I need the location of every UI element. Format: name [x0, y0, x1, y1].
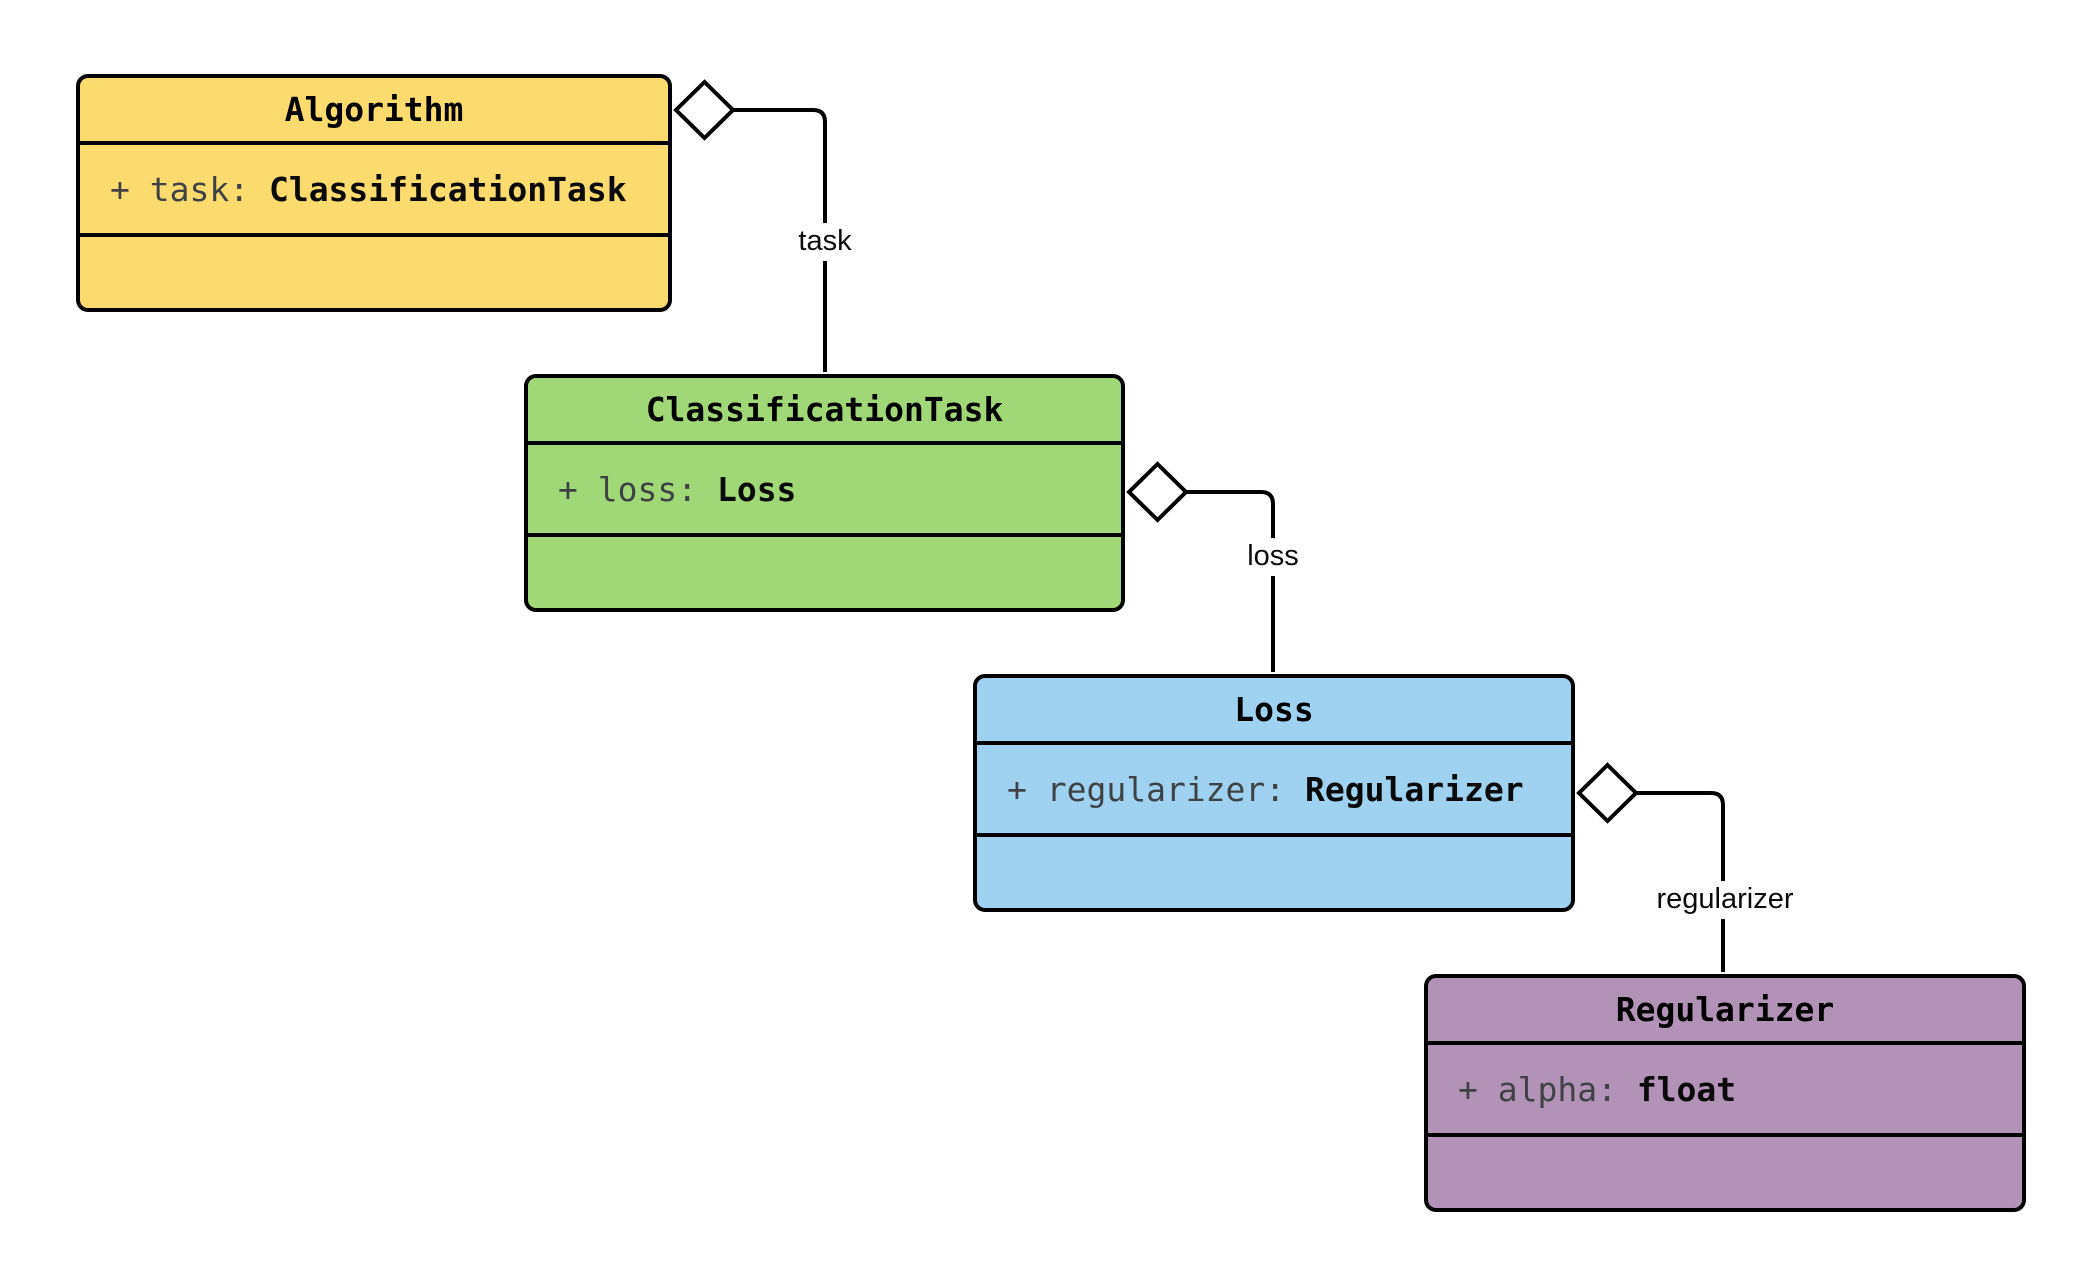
class-attribute-row: + task: ClassificationTask [80, 145, 668, 237]
class-attribute-row: + loss: Loss [528, 445, 1121, 537]
aggregation-diamond-icon [673, 79, 736, 141]
attribute-name: + task: [110, 169, 269, 209]
class-methods-compartment [80, 237, 668, 308]
class-methods-compartment [1428, 1137, 2022, 1208]
relation-loss-line [1186, 490, 1275, 672]
class-title: Algorithm [80, 78, 668, 145]
attribute-type: ClassificationTask [268, 169, 627, 209]
class-attribute-row: + alpha: float [1428, 1045, 2022, 1137]
class-title: Loss [977, 678, 1571, 745]
edge-label-regularizer: regularizer [1647, 881, 1803, 919]
attribute-type: Regularizer [1305, 769, 1524, 809]
class-attribute-row: + regularizer: Regularizer [977, 745, 1571, 837]
aggregation-diamond-icon [1126, 461, 1189, 523]
attribute-name: + regularizer: [1007, 769, 1306, 809]
class-title: ClassificationTask [528, 378, 1121, 445]
class-methods-compartment [977, 837, 1571, 908]
class-box-regularizer: Regularizer + alpha: float [1424, 974, 2026, 1212]
class-methods-compartment [528, 537, 1121, 608]
aggregation-diamond-icon [1576, 762, 1639, 824]
attribute-type: Loss [716, 469, 797, 509]
attribute-name: + loss: [558, 469, 717, 509]
attribute-name: + alpha: [1458, 1069, 1637, 1109]
class-title: Regularizer [1428, 978, 2022, 1045]
class-box-classificationtask: ClassificationTask + loss: Loss [524, 374, 1125, 612]
edge-label-loss: loss [1238, 538, 1308, 576]
edge-label-task: task [789, 223, 861, 261]
attribute-type: float [1636, 1069, 1737, 1109]
class-box-loss: Loss + regularizer: Regularizer [973, 674, 1575, 912]
class-box-algorithm: Algorithm + task: ClassificationTask [76, 74, 672, 312]
